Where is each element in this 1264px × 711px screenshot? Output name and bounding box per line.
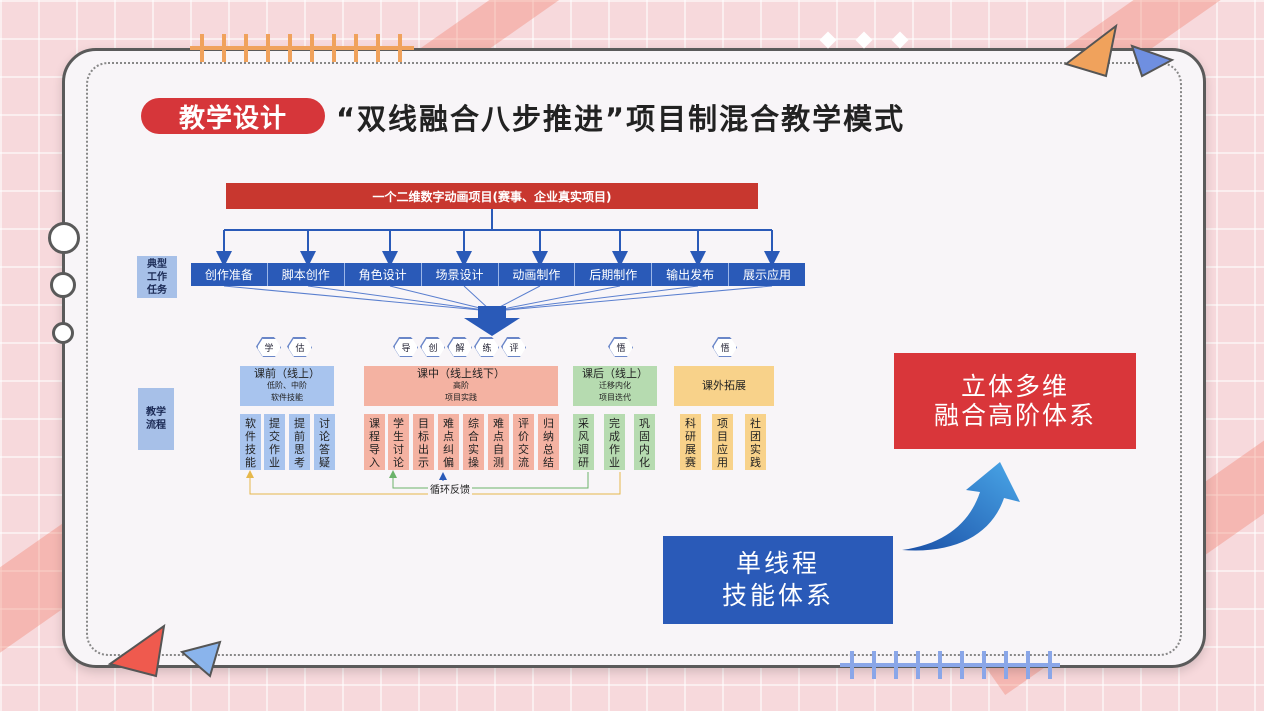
section-tag: 教学设计 [141, 98, 325, 134]
step-box: 归纳总结 [538, 414, 559, 470]
phase-title: 课中（线上线下） [417, 367, 505, 380]
step-box: 课程导入 [364, 414, 385, 470]
step-box: 综合实操 [463, 414, 484, 470]
advanced-system-box: 立体多维 融合高阶体系 [894, 353, 1136, 449]
hex-badge: 解 [448, 338, 472, 357]
hex-badge: 评 [502, 338, 526, 357]
comb-tooth [354, 34, 358, 62]
hex-badge: 悟 [609, 338, 633, 357]
binder-ring [48, 222, 80, 254]
task-item: 创作准备 [191, 263, 268, 286]
comb-tooth [200, 34, 204, 62]
comb-tooth [244, 34, 248, 62]
side-label-tasks: 典型 工作 任务 [137, 256, 177, 298]
step-box: 社团实践 [745, 414, 766, 470]
triangle-decoration [107, 623, 222, 678]
comb-tooth [960, 651, 964, 679]
comb-tooth [872, 651, 876, 679]
hex-badge: 创 [421, 338, 445, 357]
step-box: 学生讨论 [388, 414, 409, 470]
hex-badge: 估 [288, 338, 312, 357]
task-item: 后期制作 [575, 263, 653, 286]
task-item: 展示应用 [743, 268, 792, 282]
task-item: 动画制作 [499, 263, 576, 286]
comb-tooth [1026, 651, 1030, 679]
side-label-process: 教学 流程 [138, 388, 174, 450]
advanced-system-line1: 立体多维 [960, 372, 1069, 401]
phase-pre: 课前（线上） 低阶、中阶 软件技能 [240, 366, 334, 406]
triangle-decoration [1063, 23, 1175, 78]
task-item: 脚本创作 [268, 263, 345, 286]
curved-arrow-icon [902, 462, 1020, 551]
comb-tooth [376, 34, 380, 62]
step-box: 科研展赛 [680, 414, 701, 470]
single-system-box: 单线程 技能体系 [663, 536, 893, 624]
hex-badge: 学 [257, 338, 281, 357]
phase-subtitle: 高阶 [453, 381, 469, 390]
task-item: 角色设计 [345, 263, 422, 286]
binder-ring [50, 272, 76, 298]
feedback-label: 循环反馈 [428, 481, 472, 496]
comb-tooth [288, 34, 292, 62]
comb-tooth [982, 651, 986, 679]
phase-post: 课后（线上） 迁移内化 项目迭代 [573, 366, 657, 406]
hex-badge: 导 [394, 338, 418, 357]
step-box: 讨论答疑 [314, 414, 335, 470]
comb-tooth [938, 651, 942, 679]
phase-subtitle: 软件技能 [271, 393, 303, 402]
hex-badge: 悟 [713, 338, 737, 357]
step-box: 难点纠偏 [438, 414, 459, 470]
comb-tooth [916, 651, 920, 679]
comb-tooth [1004, 651, 1008, 679]
comb-decoration [840, 663, 1060, 667]
phase-mid: 课中（线上线下） 高阶 项目实践 [364, 366, 558, 406]
comb-tooth [398, 34, 402, 62]
task-bar: 创作准备 脚本创作 角色设计 场景设计 动画制作 后期制作 输出发布 展示应用 [191, 263, 805, 286]
step-box: 评价交流 [513, 414, 534, 470]
single-system-line2: 技能体系 [721, 581, 834, 610]
step-box: 巩固内化 [634, 414, 655, 470]
hex-badge: 练 [475, 338, 499, 357]
phase-subtitle: 低阶、中阶 [267, 381, 307, 390]
step-box: 采风调研 [573, 414, 594, 470]
comb-tooth [1048, 651, 1052, 679]
step-box: 难点自测 [488, 414, 509, 470]
advanced-system-line2: 融合高阶体系 [933, 401, 1096, 430]
phase-subtitle: 项目实践 [445, 393, 477, 402]
card-dotted-border [86, 62, 1182, 656]
comb-tooth [332, 34, 336, 62]
comb-tooth [222, 34, 226, 62]
comb-decoration [190, 46, 414, 50]
comb-tooth [850, 651, 854, 679]
step-box: 目标出示 [413, 414, 434, 470]
comb-tooth [266, 34, 270, 62]
phase-extra: 课外拓展 [674, 366, 774, 406]
task-item: 场景设计 [422, 263, 499, 286]
step-box: 提交作业 [264, 414, 285, 470]
comb-tooth [310, 34, 314, 62]
comb-tooth [894, 651, 898, 679]
page-title: “双线融合八步推进”项目制混合教学模式 [336, 102, 906, 136]
phase-subtitle: 项目迭代 [599, 393, 631, 402]
phase-title: 课前（线上） [254, 367, 320, 380]
single-system-line1: 单线程 [735, 549, 820, 578]
phase-title: 课外拓展 [702, 379, 746, 392]
project-bar: 一个二维数字动画项目(赛事、企业真实项目) [226, 183, 758, 209]
step-box: 软件技能 [240, 414, 261, 470]
task-item: 输出发布 [652, 263, 730, 286]
phase-subtitle: 迁移内化 [599, 381, 631, 390]
phase-title: 课后（线上） [582, 367, 648, 380]
step-box: 完成作业 [604, 414, 625, 470]
step-box: 提前思考 [289, 414, 310, 470]
step-box: 项目应用 [712, 414, 733, 470]
binder-ring [52, 322, 74, 344]
